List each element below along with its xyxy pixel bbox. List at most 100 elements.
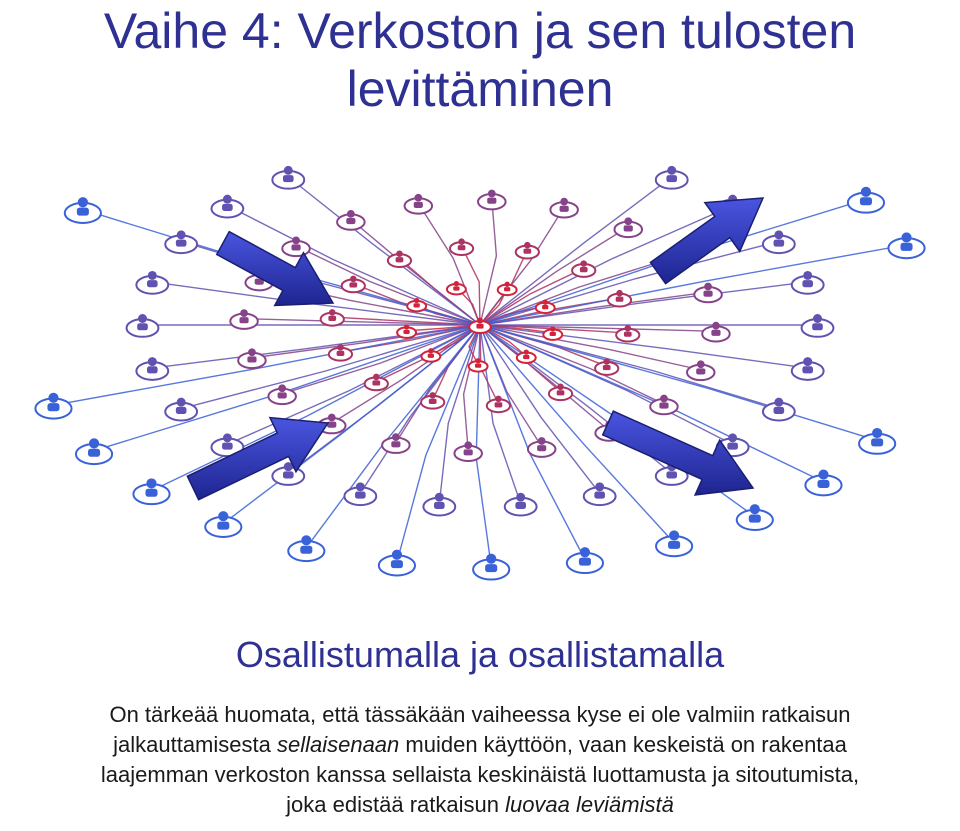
person-node-icon: [164, 230, 199, 255]
network-link: [479, 324, 824, 483]
network-link: [460, 246, 481, 326]
network-link: [53, 324, 481, 406]
person-node-icon: [514, 241, 540, 260]
person-node-icon: [164, 397, 199, 422]
person-node-icon: [503, 492, 538, 517]
person-node-icon: [701, 321, 731, 343]
person-node-icon: [327, 344, 354, 362]
person-node-icon: [654, 165, 689, 190]
person-node-icon: [526, 437, 557, 458]
person-node-icon: [363, 373, 389, 392]
network-link: [479, 324, 780, 410]
person-node-icon: [125, 314, 160, 338]
body-line-4-part-a: joka edistää ratkaisun: [286, 792, 506, 817]
person-node-icon: [594, 358, 620, 376]
arrow-icon: [186, 416, 330, 501]
person-node-icon: [685, 360, 716, 382]
network-link: [479, 324, 522, 504]
network-link: [479, 324, 665, 405]
person-node-icon: [210, 194, 245, 219]
person-node-icon: [735, 504, 774, 531]
network-link: [479, 244, 907, 326]
person-node-icon: [406, 297, 428, 313]
person-node-icon: [445, 280, 467, 296]
network-link: [359, 324, 481, 494]
person-node-icon: [340, 275, 366, 294]
person-node-icon: [204, 511, 243, 538]
person-node-icon: [472, 553, 511, 581]
body-line-3: laajemman verkoston kanssa sellaista kes…: [100, 762, 860, 787]
network-link: [479, 204, 733, 326]
body-line-2-part-a: jalkauttamisesta: [113, 732, 277, 757]
person-node-icon: [386, 250, 413, 269]
network-diagram: [34, 165, 926, 581]
person-node-icon: [790, 270, 825, 295]
arrow-icon: [215, 230, 335, 307]
network-link: [479, 324, 675, 544]
network-link: [462, 324, 481, 451]
network-link: [479, 226, 629, 326]
person-node-icon: [396, 324, 418, 339]
network-nodes: [34, 165, 926, 581]
person-node-icon: [534, 299, 556, 315]
person-node-icon: [496, 281, 518, 297]
person-node-icon: [237, 348, 267, 370]
person-node-icon: [453, 441, 483, 463]
person-node-icon: [477, 189, 507, 211]
person-node-icon: [887, 232, 926, 260]
body-line-4-emphasis: luovaa leviämistä: [505, 792, 674, 817]
person-node-icon: [377, 549, 417, 577]
person-node-icon: [343, 482, 378, 507]
slide-title: Vaihe 4: Verkoston ja sen tulosten levit…: [0, 0, 960, 118]
person-node-icon: [281, 236, 311, 258]
person-node-icon: [858, 427, 897, 455]
person-node-icon: [381, 433, 411, 454]
person-node-icon: [655, 530, 694, 558]
network-arrows: [186, 197, 765, 501]
person-node-icon: [485, 395, 512, 414]
person-node-icon: [448, 238, 475, 257]
slide-body-text: On tärkeää huomata, että tässäkään vaihe…: [0, 700, 960, 820]
network-link: [417, 202, 481, 326]
person-node-icon: [135, 357, 170, 381]
person-node-icon: [403, 193, 434, 215]
body-line-4: joka edistää ratkaisun luovaa leviämistä: [286, 792, 674, 817]
person-node-icon: [319, 309, 345, 327]
person-node-icon: [800, 314, 835, 338]
body-line-2-emphasis: sellaisenaan: [276, 732, 400, 757]
person-node-icon: [336, 210, 366, 231]
network-link: [180, 324, 481, 410]
person-node-icon: [761, 230, 796, 255]
network-link: [479, 267, 585, 326]
person-node-icon: [467, 358, 489, 373]
network-link: [438, 324, 481, 504]
person-node-icon: [74, 438, 114, 466]
network-link: [479, 324, 716, 332]
person-node-icon: [210, 433, 245, 458]
person-node-icon: [582, 482, 617, 507]
network-link: [479, 324, 701, 371]
network-link: [479, 324, 601, 494]
person-node-icon: [693, 282, 723, 304]
person-node-icon: [565, 547, 605, 575]
network-link: [244, 318, 481, 326]
slide-title-line2: levittäminen: [346, 61, 614, 117]
person-node-icon: [422, 492, 457, 517]
network-link: [479, 324, 610, 432]
person-node-icon: [615, 324, 641, 343]
person-node-icon: [287, 535, 326, 563]
network-link: [350, 218, 481, 326]
network-link: [479, 324, 628, 334]
slide-subtitle: Osallistumalla ja osallistamalla: [235, 634, 725, 675]
network-link: [152, 324, 481, 369]
network-link: [396, 324, 481, 563]
person-node-icon: [229, 309, 259, 330]
person-node-icon: [135, 270, 170, 295]
person-node-icon: [606, 289, 633, 308]
arrow-icon: [649, 197, 765, 285]
person-node-icon: [547, 383, 574, 402]
network-link: [479, 199, 498, 326]
network-link: [479, 281, 808, 326]
network-link: [227, 324, 481, 446]
person-node-icon: [63, 197, 102, 224]
